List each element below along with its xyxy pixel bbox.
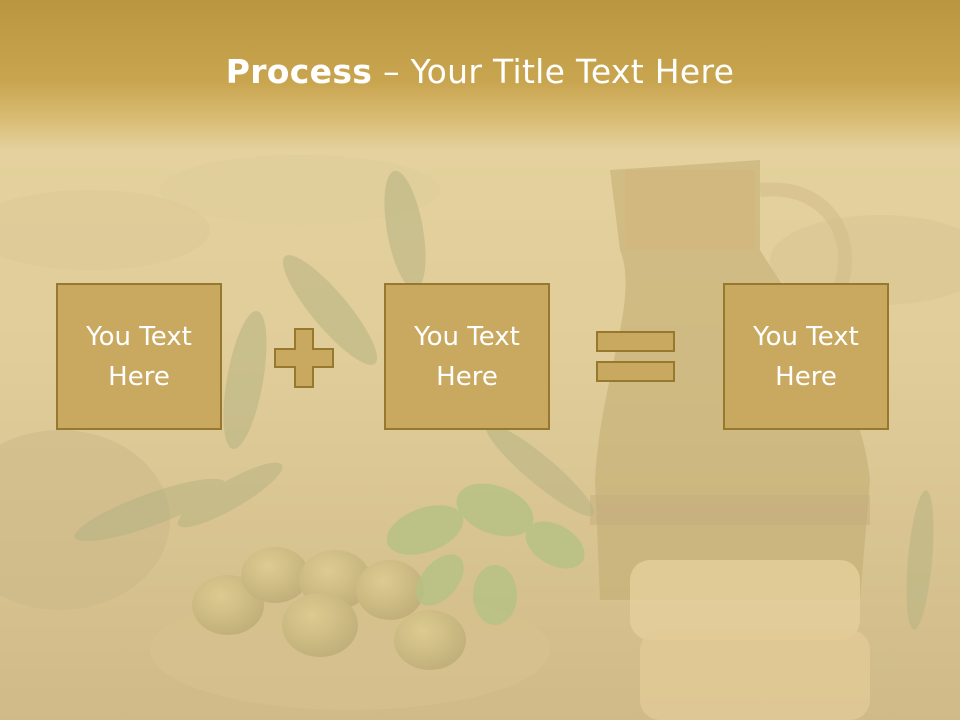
equals-icon [596,331,675,382]
page-title: Process – Your Title Text Here [0,52,960,91]
text-box-2[interactable]: You Text Here [384,283,550,430]
title-bold: Process [225,52,373,91]
text-box-3[interactable]: You Text Here [723,283,889,430]
title-rest: – Your Title Text Here [372,52,735,91]
title-banner [0,0,960,150]
text-box-1[interactable]: You Text Here [56,283,222,430]
plus-icon [274,328,334,388]
